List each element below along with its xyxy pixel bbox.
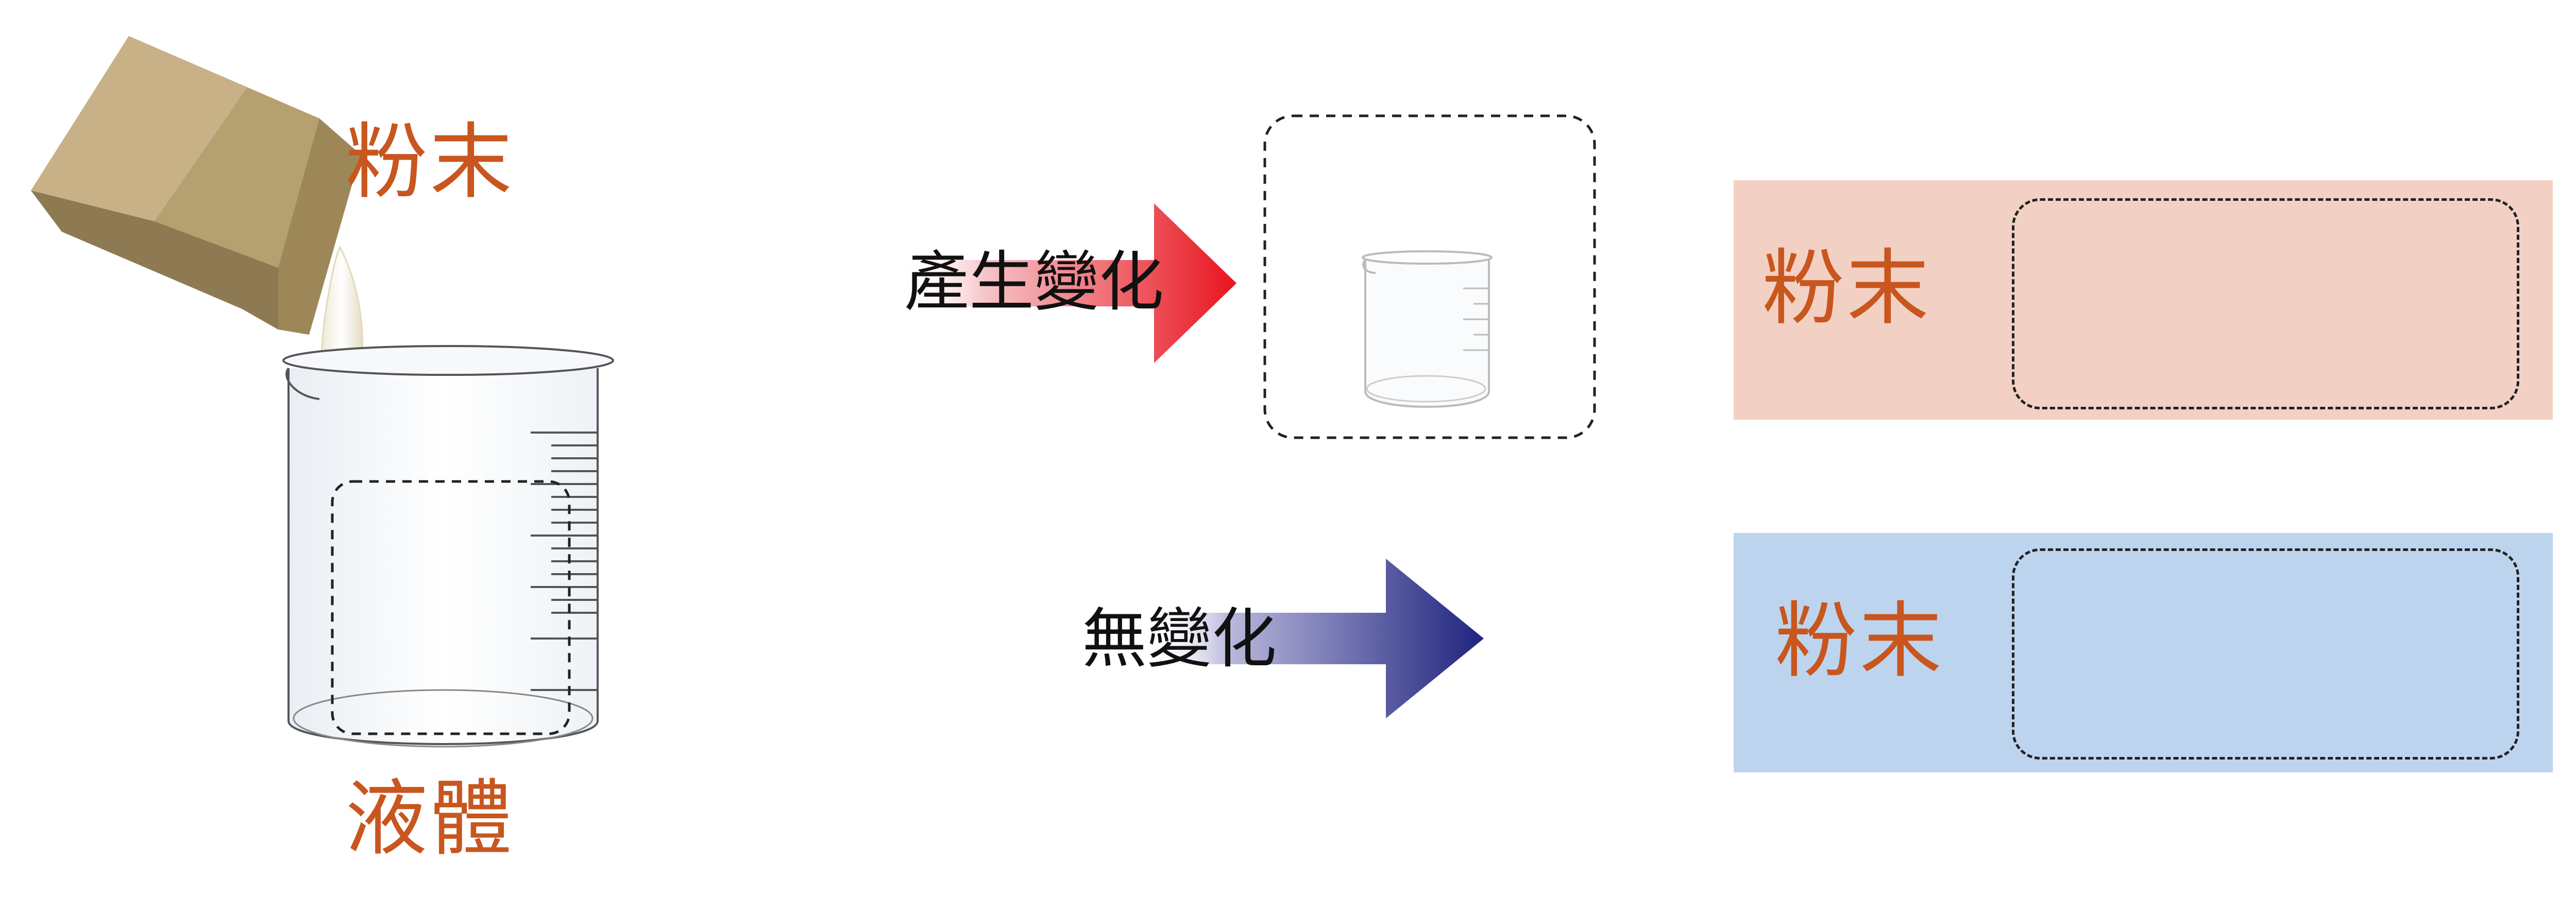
result-red-slot xyxy=(2012,198,2519,409)
result-frame xyxy=(1263,114,1596,439)
no-change-arrow xyxy=(1144,559,1484,718)
powder-label: 粉末 xyxy=(345,114,515,210)
result-band-blue: 粉末 xyxy=(1734,533,2553,772)
liquid-label: 液體 xyxy=(345,770,515,867)
no-change-label: 無變化 xyxy=(1082,601,1277,677)
result-band-red: 粉末 xyxy=(1734,180,2553,420)
powder-bag-icon xyxy=(31,36,361,335)
result-red-label: 粉末 xyxy=(1762,240,1931,336)
result-blue-label: 粉末 xyxy=(1775,593,1944,689)
change-arrow xyxy=(902,203,1236,363)
change-label: 產生變化 xyxy=(904,244,1164,320)
result-blue-slot xyxy=(2012,548,2519,760)
glass-beaker-icon xyxy=(282,345,614,748)
small-glass-beaker-icon xyxy=(1362,250,1493,408)
